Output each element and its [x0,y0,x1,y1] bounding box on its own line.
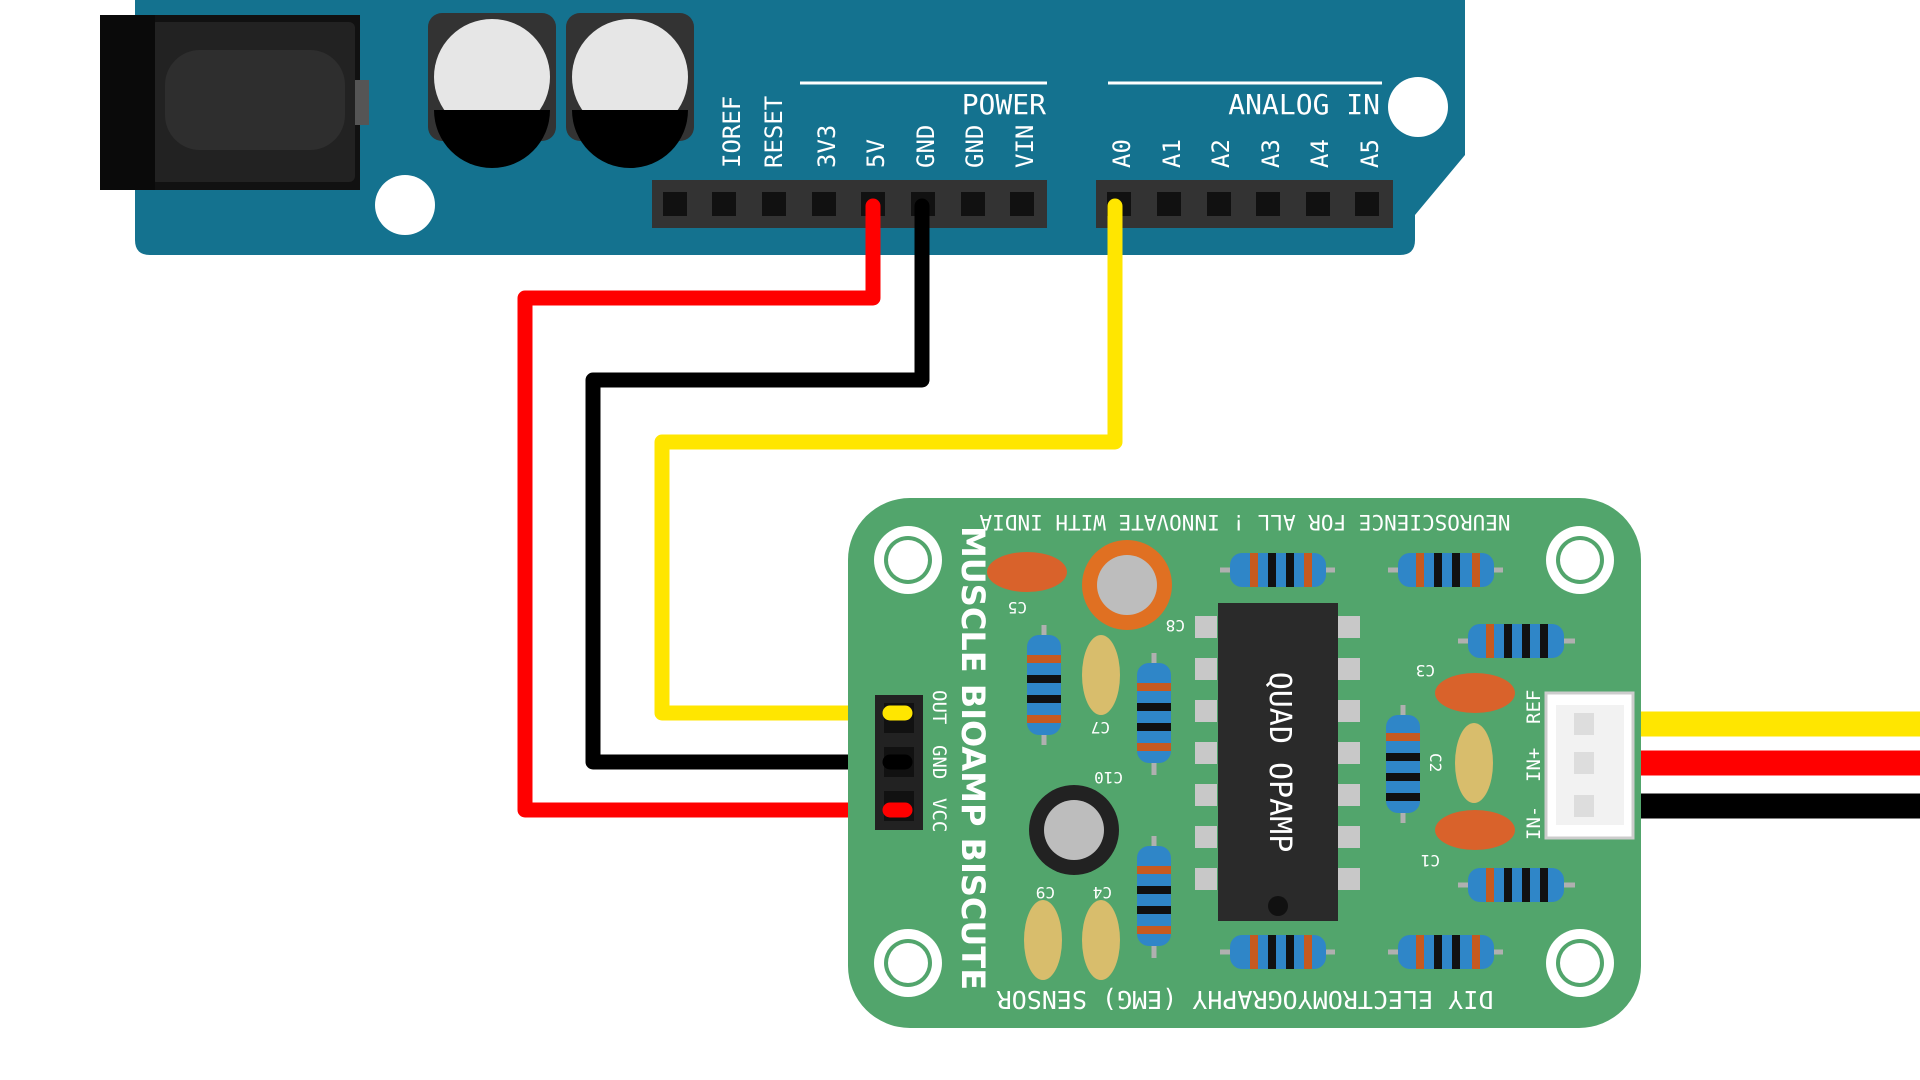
board-subtitle: DIY ELECTROMYOGRAPHY (EMG) SENSOR [996,985,1494,1014]
output-wire-ends [882,705,913,818]
pin-label-a1: A1 [1158,139,1186,168]
pin-label-a3: A3 [1257,139,1285,168]
gnd-wire [585,198,930,770]
resistor [1137,653,1171,775]
label-c1: C1 [1421,851,1440,870]
pin-label-5v: 5V [862,139,890,168]
board-title: MUSCLE BIOAMP BISCUTE [954,526,992,990]
resistor [1458,624,1575,658]
resistor [1220,935,1335,969]
pin-label-vcc: VCC [928,798,950,832]
label-c9: C9 [1036,883,1055,902]
electrolytic-capacitor [566,13,694,168]
mounting-hole [874,929,942,997]
wire-harness [517,198,1123,818]
signal-wire [654,198,1123,721]
ceramic-capacitor-c3: C3 [1416,661,1515,713]
electrolytic-capacitor [428,13,556,168]
pin-label-ref: REF [1523,690,1545,724]
electrolytic-capacitor-c10: C10 [1029,768,1123,875]
quad-opamp-chip: QUAD OPAMP [1195,603,1360,921]
pin-label-out: OUT [928,690,950,724]
pin-label-3v3: 3V3 [813,125,841,168]
dc-barrel-jack [100,15,369,190]
electrode-cable [1590,711,1920,819]
pin-label-in-minus: IN- [1523,806,1545,840]
resistor [1220,553,1335,587]
ceramic-capacitor-c2: C2 [1426,723,1493,803]
arduino-board: POWER ANALOG IN IOREF RESET 3V3 5V GND G… [100,0,1465,255]
resistor [1027,625,1061,745]
label-c5: C5 [1008,598,1027,617]
pin-label-gnd: GND [912,125,940,168]
emg-sensor-board: NEUROSCIENCE FOR ALL ! INNOVATE WITH IND… [848,498,1641,1028]
mounting-hole [1546,929,1614,997]
label-c3: C3 [1416,661,1435,680]
chip-label: QUAD OPAMP [1262,672,1297,853]
resistor [1388,553,1503,587]
ceramic-capacitor-c4: C4 [1082,883,1120,980]
pin-label-a4: A4 [1306,139,1334,168]
ceramic-capacitor-c7: C7 [1082,635,1120,737]
resistor [1386,705,1420,823]
pin-label-reset: RESET [760,96,788,168]
vcc-wire [517,198,913,818]
pin-label-a0: A0 [1108,139,1136,168]
label-c8: C8 [1166,616,1185,635]
label-c2: C2 [1426,753,1445,772]
label-c7: C7 [1091,718,1110,737]
label-c10: C10 [1094,768,1123,787]
resistor [1137,836,1171,958]
mounting-hole [874,526,942,594]
power-header [652,180,1047,228]
pin-label-vin: VIN [1011,125,1039,168]
resistor [1458,868,1575,902]
electrode-connector [1544,691,1635,840]
pin-label-gnd: GND [961,125,989,168]
analog-header-title: ANALOG IN [1228,88,1380,121]
electrolytic-capacitor-c8: C8 [1082,540,1185,635]
label-c4: C4 [1093,883,1112,902]
mounting-hole [1388,77,1448,137]
ceramic-capacitor-c9: C9 [1024,883,1062,980]
pin-label-gnd: GND [928,745,950,779]
ceramic-capacitor-c1: C1 [1421,810,1515,870]
mounting-hole [375,175,435,235]
mounting-hole [1546,526,1614,594]
board-slogan: NEUROSCIENCE FOR ALL ! INNOVATE WITH IND… [979,510,1510,534]
pin-label-in-plus: IN+ [1523,748,1545,782]
pin-label-ioref: IOREF [718,96,746,168]
ceramic-capacitor-c5: C5 [987,552,1067,617]
analog-header [1096,180,1393,228]
pin-label-a5: A5 [1356,139,1384,168]
power-header-title: POWER [962,88,1046,121]
resistor [1388,935,1503,969]
pin-label-a2: A2 [1207,139,1235,168]
